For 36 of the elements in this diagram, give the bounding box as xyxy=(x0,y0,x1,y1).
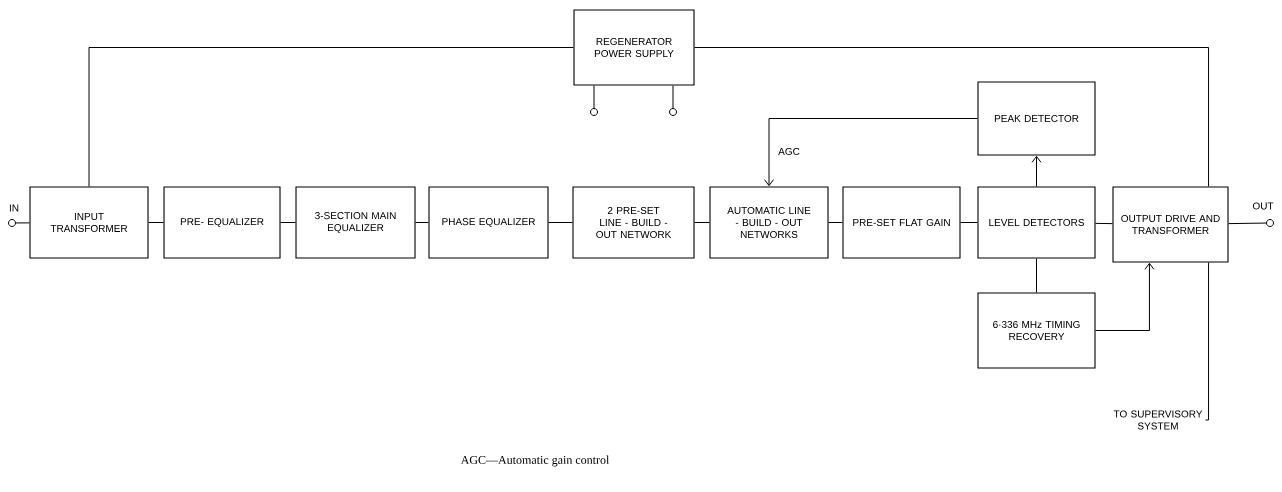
block-box: OUTPUT DRIVE AND TRANSFORMER xyxy=(1112,186,1229,263)
block-box: LEVEL DETECTORS xyxy=(977,186,1096,259)
connector-line xyxy=(280,222,296,223)
block-box: PEAK DETECTOR xyxy=(977,81,1096,156)
block-box: PRE-SET FLAT GAIN xyxy=(842,186,961,259)
caption: AGC—Automatic gain control xyxy=(460,455,610,467)
block-box: PHASE EQUALIZER xyxy=(428,186,549,259)
connector-line xyxy=(593,85,595,109)
block-box: AUTOMATIC LINE - BUILD - OUT NETWORKS xyxy=(709,186,829,259)
connector-line xyxy=(764,118,978,187)
note-text: TO SUPERVISORY SYSTEM xyxy=(1113,410,1203,430)
connector-line xyxy=(88,47,574,187)
terminal-label: IN xyxy=(9,204,19,212)
edge-label: AGC xyxy=(778,147,800,155)
connector-line xyxy=(1228,222,1267,225)
block-box: PRE- EQUALIZER xyxy=(163,186,281,259)
connector-line xyxy=(828,222,843,223)
connector-line xyxy=(1095,222,1113,225)
connector-line xyxy=(960,222,978,223)
connector-line xyxy=(1205,262,1210,421)
block-box: REGENERATOR POWER SUPPLY xyxy=(573,9,695,86)
terminal-label: OUT xyxy=(1252,202,1274,210)
connector-line xyxy=(548,222,573,223)
connector-line xyxy=(694,222,710,223)
connector-line xyxy=(1036,258,1037,293)
block-box: INPUT TRANSFORMER xyxy=(29,186,149,259)
connector-line xyxy=(415,222,429,223)
block-box: 6·336 MHz TIMING RECOVERY xyxy=(977,292,1096,369)
connector-line xyxy=(148,222,164,223)
connector-line xyxy=(672,85,674,109)
connector-line xyxy=(15,222,30,224)
connector-line xyxy=(694,47,1210,187)
block-box: 2 PRE-SET LINE - BUILD - OUT NETWORK xyxy=(572,186,695,259)
connector-line xyxy=(1031,155,1042,187)
connector-line xyxy=(1095,262,1155,331)
block-box: 3-SECTION MAIN EQUALIZER xyxy=(295,186,416,259)
